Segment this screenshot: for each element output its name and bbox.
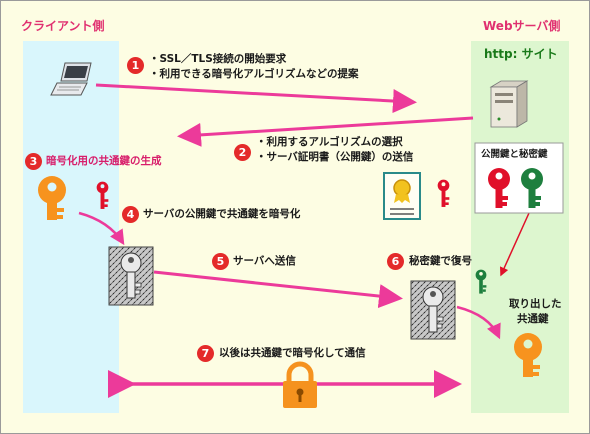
- encrypted-key-icon: [410, 280, 456, 340]
- arrow-step2: [177, 116, 474, 147]
- arrow-step4: [78, 211, 125, 246]
- step-5-label: サーバへ送信: [233, 255, 296, 267]
- key-icon: [437, 179, 450, 207]
- public-key-icon: [488, 168, 510, 208]
- laptop-icon: [50, 62, 92, 96]
- server-subtitle: http: サイト: [484, 47, 558, 61]
- step-5-badge: 5: [212, 253, 229, 270]
- certificate-icon: [383, 172, 421, 220]
- client-column: [23, 41, 119, 413]
- arrow-extracted: [456, 305, 501, 340]
- common-key-icon: [514, 333, 542, 377]
- arrow-step1: [95, 83, 417, 114]
- step-2-badge: 2: [234, 144, 251, 161]
- keypair-label: 公開鍵と秘密鍵: [481, 149, 548, 160]
- encrypted-key-icon: [108, 246, 154, 306]
- common-key-icon: [38, 176, 66, 220]
- step-1-badge: 1: [127, 57, 144, 74]
- step-4-label: サーバの公開鍵で共通鍵を暗号化: [143, 208, 301, 220]
- extracted-key-label-2: 共通鍵: [517, 313, 549, 325]
- step-6-badge: 6: [387, 253, 404, 270]
- lock-icon: [283, 361, 317, 408]
- step-4-badge: 4: [122, 206, 139, 223]
- private-key-icon: [521, 168, 543, 208]
- step-1-line-2: ・利用できる暗号化アルゴリズムなどの提案: [149, 68, 359, 80]
- step-7-label: 以後は共通鍵で暗号化して通信: [219, 347, 366, 359]
- private-key-icon: [475, 269, 487, 294]
- server-icon: [489, 80, 529, 128]
- server-title: Webサーバ側: [483, 19, 561, 33]
- step-7-badge: 7: [197, 345, 214, 362]
- step-3-badge: 3: [25, 153, 42, 170]
- step-1-line-1: ・SSL／TLS接続の開始要求: [149, 53, 287, 65]
- arrow-private-key: [499, 212, 530, 277]
- key-icon: [96, 181, 109, 209]
- step-3-label: 暗号化用の共通鍵の生成: [46, 155, 162, 167]
- step-2-line-2: ・サーバ証明書（公開鍵）の送信: [256, 151, 414, 163]
- arrow-step5: [153, 270, 403, 309]
- client-title: クライアント側: [21, 19, 105, 33]
- step-6-label: 秘密鍵で復号: [409, 255, 472, 267]
- extracted-key-label-1: 取り出した: [509, 298, 562, 310]
- step-2-line-1: ・利用するアルゴリズムの選択: [256, 136, 403, 148]
